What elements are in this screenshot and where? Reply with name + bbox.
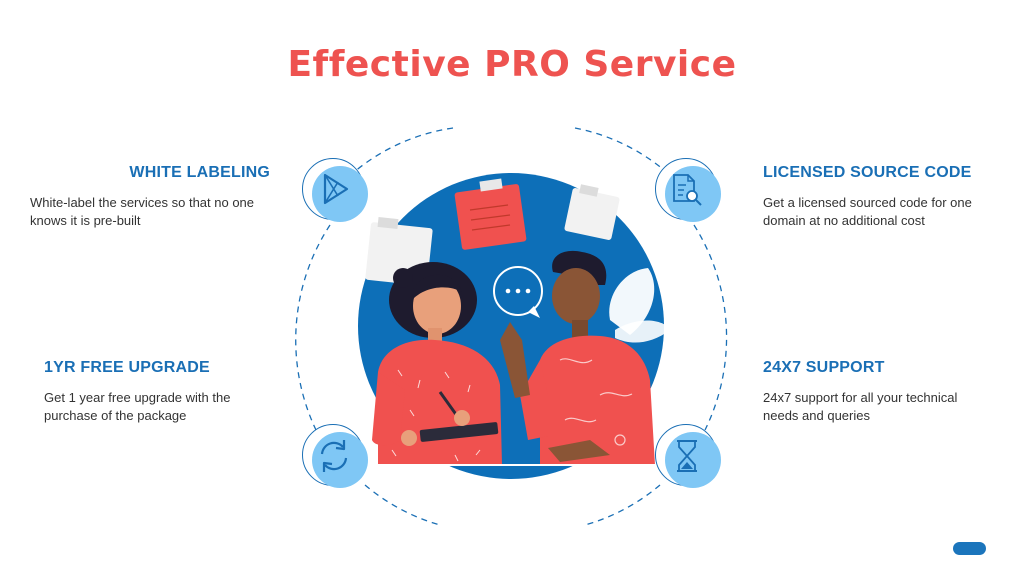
hourglass-icon: [677, 440, 697, 472]
slide-indicator: [953, 542, 986, 555]
feature-heading: 24X7 SUPPORT: [763, 359, 885, 376]
ring-arc-right: [693, 224, 728, 431]
feature-heading: 1YR FREE UPGRADE: [44, 359, 210, 376]
feature-heading: LICENSED SOURCE CODE: [763, 164, 972, 181]
refresh-icon: [320, 440, 348, 472]
document-search-icon: [673, 174, 702, 206]
feature-white-labeling: WHITE LABELING White-label the services …: [30, 164, 270, 230]
slide-title: Effective PRO Service: [287, 44, 737, 85]
support-icon-circle: [655, 424, 721, 488]
ring-arc-bottom-right: [584, 484, 661, 526]
feature-text: Get a licensed sourced code for one doma…: [763, 195, 972, 228]
feature-text: 24x7 support for all your technical need…: [763, 390, 958, 423]
woman-figure: [372, 262, 502, 465]
white-labeling-icon-circle: [302, 158, 368, 222]
feature-free-upgrade: 1YR FREE UPGRADE Get 1 year free upgrade…: [44, 359, 269, 425]
feature-text: White-label the services so that no one …: [30, 195, 255, 228]
ring-arc-top-left: [344, 127, 454, 181]
ring-arc-bottom-left: [364, 484, 441, 526]
licensed-source-code-icon-circle: [655, 158, 721, 222]
man-figure: [500, 250, 655, 465]
speech-bubble: [493, 266, 543, 318]
free-upgrade-icon-circle: [302, 424, 368, 488]
feature-heading: WHITE LABELING: [129, 164, 270, 181]
ring-arc-top-right: [574, 127, 665, 171]
play-icon: [323, 173, 349, 205]
ring-arc-left: [295, 224, 331, 431]
feature-licensed-source-code: LICENSED SOURCE CODE Get a licensed sour…: [763, 164, 998, 230]
feature-support: 24X7 SUPPORT 24x7 support for all your t…: [763, 359, 988, 425]
feature-text: Get 1 year free upgrade with the purchas…: [44, 390, 231, 423]
